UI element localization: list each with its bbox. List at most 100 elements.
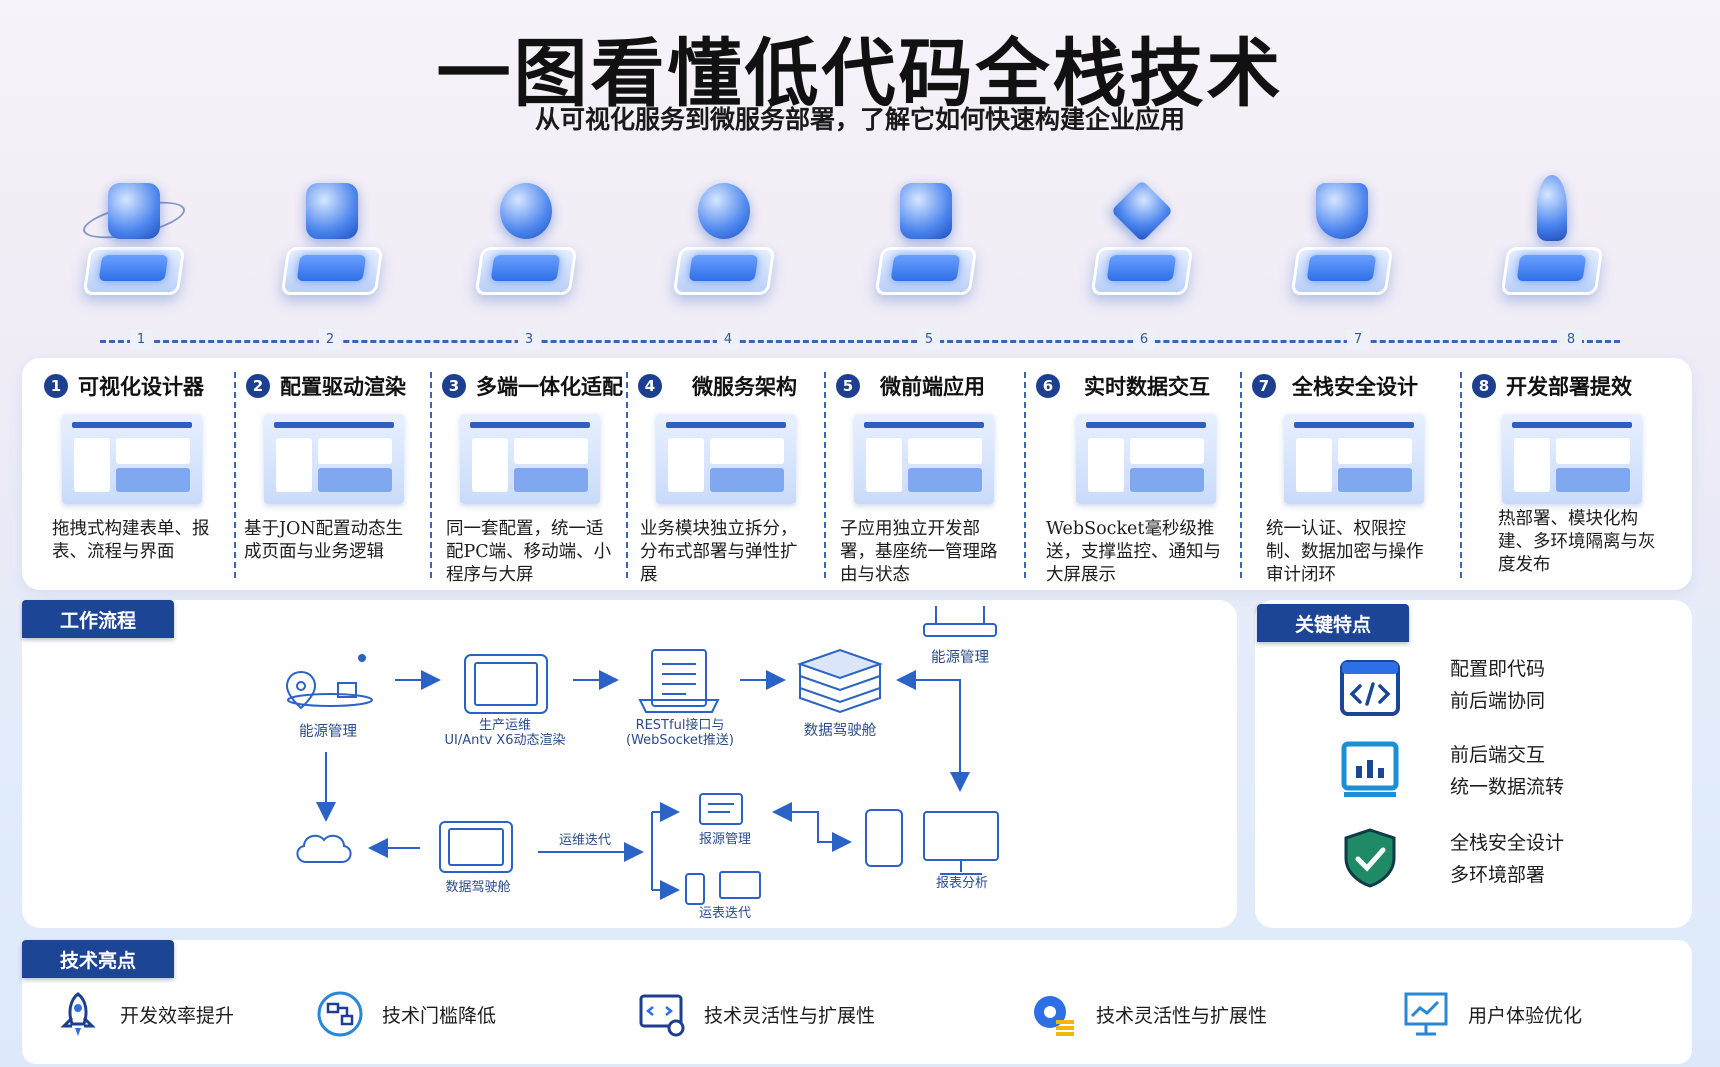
feature-title: 多端一体化适配: [476, 374, 623, 399]
number-badge: 7: [1252, 374, 1276, 398]
workflow-badge: 工作流程: [22, 600, 175, 638]
shield-check-icon: [1344, 828, 1396, 888]
wf-label-rest-1: RESTful接口与: [635, 718, 725, 733]
feature-card-7: 7 全栈安全设计 统一认证、权限控制、数据加密与操作审计闭环: [1240, 358, 1458, 590]
number-badge: 4: [638, 374, 662, 398]
tech-highlight-3: 技术灵活性与扩展性: [638, 990, 875, 1038]
tech-highlight-label: 技术灵活性与扩展性: [1096, 1004, 1268, 1027]
number-badge: 6: [1036, 374, 1060, 398]
timeline-number: 7: [1347, 329, 1369, 351]
feature-description: 业务模块独立拆分，分布式部署与弹性扩展: [640, 519, 798, 585]
timeline-number: 3: [518, 329, 540, 351]
wf-label-cockpit-bottom: 数据驾驶舱: [445, 880, 511, 895]
feature-description: 同一套配置，统一适配PC端、移动端、小程序与大屏: [446, 519, 612, 585]
feature-description: WebSocket毫秒级推送，支撑监控、通知与大屏展示: [1046, 519, 1221, 585]
workflow-panel: [22, 600, 1237, 928]
monitor-icon: [78, 175, 188, 295]
key-feature-3-line1: 全栈安全设计: [1450, 832, 1565, 854]
feature-thumbnail: [656, 414, 796, 504]
timeline-number: 5: [918, 329, 940, 351]
wf-label-cockpit-top: 数据驾驶舱: [803, 723, 877, 739]
timeline-number: 1: [130, 329, 152, 351]
tech-highlights-badge: 技术亮点: [22, 940, 175, 978]
number-badge: 2: [246, 374, 270, 398]
feature-description: 子应用独立开发部署，基座统一管理路由与状态: [840, 519, 998, 585]
timeline-number: 8: [1560, 329, 1582, 351]
cubes-icon: [276, 175, 386, 295]
wf-label-prod-2: UI/Antv X6动态渲染: [444, 733, 566, 748]
feature-icon-row: [0, 175, 1720, 305]
page-subtitle: 从可视化服务到微服务部署，了解它如何快速构建企业应用: [534, 105, 1185, 134]
rocket-icon: [60, 992, 96, 1036]
tech-highlight-1: 开发效率提升: [54, 990, 234, 1038]
key-features-panel: [1255, 600, 1692, 928]
feature-thumbnail: [1076, 414, 1216, 504]
timeline: [100, 340, 1620, 343]
timeline-number: 6: [1133, 329, 1155, 351]
key-feature-3-line2: 多环境部署: [1450, 864, 1546, 886]
feature-description: 热部署、模块化构建、多环境隔离与灰度发布: [1498, 509, 1656, 575]
feature-card-6: 6 实时数据交互 WebSocket毫秒级推送，支撑监控、通知与大屏展示: [1024, 358, 1238, 590]
wf-label-prod-1: 生产运维: [478, 718, 531, 733]
wf-label-report-analysis: 报表分析: [935, 876, 988, 891]
sphere-icon: [470, 175, 580, 295]
gear-list-icon: [1034, 996, 1074, 1036]
shield-icon: [1286, 175, 1396, 295]
satellite-icon: [668, 175, 778, 295]
wf-label-rest-2: (WebSocket推送): [626, 733, 734, 748]
tech-highlight-4: 技术灵活性与扩展性: [1030, 990, 1267, 1038]
number-badge: 3: [442, 374, 466, 398]
rocket-icon: [1496, 175, 1606, 295]
tech-highlight-5: 用户体验优化: [1402, 990, 1582, 1038]
page-title: 一图看懂低代码全栈技术: [436, 31, 1284, 117]
feature-thumbnail: [1502, 414, 1642, 504]
tech-highlight-2: 技术门槛降低: [316, 990, 496, 1038]
presentation-chart-icon: [1404, 992, 1448, 1036]
feature-card-5: 5 微前端应用 子应用独立开发部署，基座统一管理路由与状态: [824, 358, 1022, 590]
key-feature-2-line2: 统一数据流转: [1450, 776, 1565, 798]
wf-label-report-mgmt: 报源管理: [698, 832, 751, 847]
feature-title: 可视化设计器: [78, 374, 204, 399]
feature-thumbnail: [264, 414, 404, 504]
feature-band: 1 可视化设计器 拖拽式构建表单、报表、流程与界面 2 配置驱动渲染 基于JON配置…: [22, 358, 1692, 590]
wf-label-ops-iter-bottom: 运表迭代: [698, 906, 751, 921]
feature-description: 统一认证、权限控制、数据加密与操作审计闭环: [1266, 519, 1424, 585]
feature-title: 微服务架构: [692, 374, 797, 399]
feature-title: 实时数据交互: [1084, 374, 1210, 399]
key-feature-2-line1: 前后端交互: [1450, 744, 1546, 766]
feature-title: 微前端应用: [880, 374, 985, 399]
timeline-number: 4: [717, 329, 739, 351]
feature-card-2: 2 配置驱动渲染 基于JON配置动态生成页面与业务逻辑: [234, 358, 428, 590]
tech-highlights-panel: [22, 940, 1692, 1064]
feature-description: 基于JON配置动态生成页面与业务逻辑: [244, 519, 404, 562]
feature-title: 全栈安全设计: [1292, 374, 1418, 399]
feature-thumbnail: [62, 414, 202, 504]
key-feature-1-line2: 前后端协同: [1450, 690, 1546, 712]
tech-highlight-label: 开发效率提升: [120, 1004, 235, 1027]
feature-description: 拖拽式构建表单、报表、流程与界面: [52, 519, 210, 562]
feature-card-8: 8 开发部署提效 热部署、模块化构建、多环境隔离与灰度发布: [1460, 358, 1682, 590]
number-badge: 1: [44, 374, 68, 398]
number-badge: 5: [836, 374, 860, 398]
feature-card-1: 1 可视化设计器 拖拽式构建表单、报表、流程与界面: [32, 358, 232, 590]
feature-title: 开发部署提效: [1506, 374, 1632, 399]
number-badge: 8: [1472, 374, 1496, 398]
tech-highlight-label: 技术灵活性与扩展性: [704, 1004, 876, 1027]
key-features-badge: 关键特点: [1257, 604, 1410, 642]
feature-card-4: 4 微服务架构 业务模块独立拆分，分布式部署与弹性扩展: [626, 358, 822, 590]
chart-monitor-icon: [1341, 741, 1399, 797]
timeline-number: 2: [319, 329, 341, 351]
feature-thumbnail: [1284, 414, 1424, 504]
crystal-icon: [1086, 175, 1196, 295]
wf-label-energy-top: 能源管理: [299, 724, 357, 740]
wf-label-energy-right: 能源管理: [931, 650, 989, 666]
wf-label-ops-iter: 运维迭代: [558, 833, 611, 848]
tech-highlight-label: 用户体验优化: [1468, 1004, 1583, 1027]
code-window-icon: [1340, 660, 1400, 716]
key-feature-1-line1: 配置即代码: [1450, 658, 1546, 680]
server-icon: [870, 175, 980, 295]
feature-title: 配置驱动渲染: [280, 374, 406, 399]
feature-card-3: 3 多端一体化适配 同一套配置，统一适配PC端、移动端、小程序与大屏: [430, 358, 624, 590]
feature-thumbnail: [854, 414, 994, 504]
code-gear-icon: [639, 994, 685, 1037]
